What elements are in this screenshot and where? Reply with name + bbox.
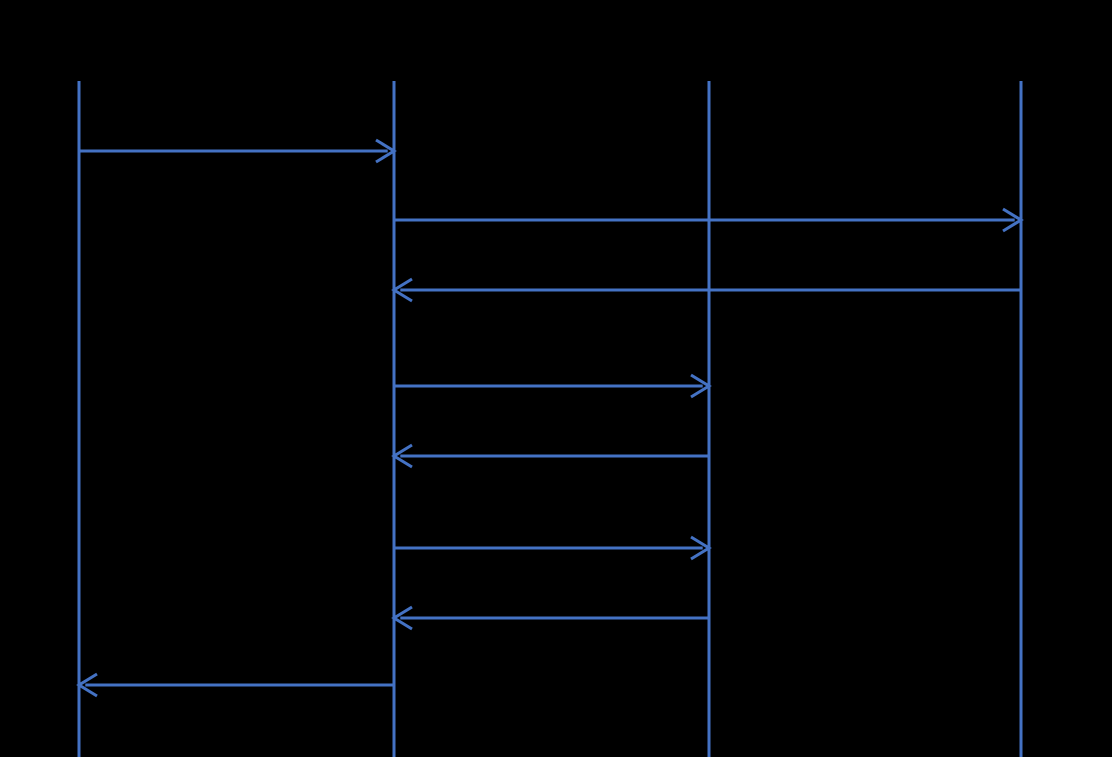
message-1[interactable] <box>79 138 397 164</box>
arrowhead-6 <box>690 535 712 561</box>
message-8[interactable] <box>76 672 394 698</box>
arrowhead-7 <box>391 605 413 631</box>
message-3[interactable] <box>391 277 1021 303</box>
arrowhead-8 <box>76 672 98 698</box>
message-4[interactable] <box>394 373 712 399</box>
lifelines-group <box>77 81 1023 757</box>
arrowhead-5 <box>391 443 413 469</box>
arrowhead-1 <box>375 138 397 164</box>
message-5[interactable] <box>391 443 709 469</box>
message-6[interactable] <box>394 535 712 561</box>
arrowhead-4 <box>690 373 712 399</box>
arrowhead-2 <box>1002 207 1024 233</box>
message-2[interactable] <box>394 207 1024 233</box>
message-7[interactable] <box>391 605 709 631</box>
arrowhead-3 <box>391 277 413 303</box>
messages-group <box>76 138 1024 698</box>
